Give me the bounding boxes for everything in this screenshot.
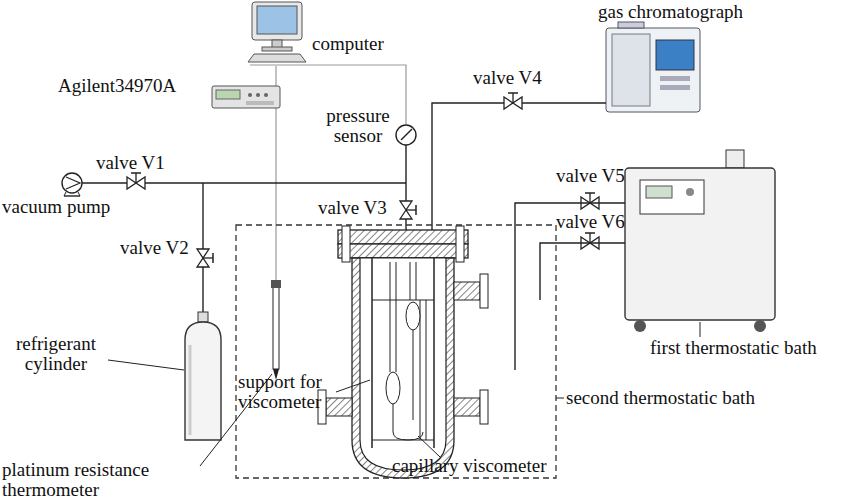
gas-chromatograph-icon	[606, 22, 700, 112]
pressure-sensor-symbol	[396, 125, 416, 145]
pump-label: vacuum pump	[2, 197, 110, 217]
data-logger-icon	[212, 86, 280, 108]
bath-label: first thermostatic bath	[650, 338, 817, 358]
sensor-label: platinum resistance thermometer	[2, 460, 192, 500]
second-bath-outline	[236, 225, 556, 478]
valve-label: valve V5	[556, 166, 625, 186]
sensor-label: pressure sensor	[318, 106, 398, 146]
computer-icon	[248, 2, 306, 62]
valve-symbols	[127, 93, 599, 267]
refrigerant-cylinder	[185, 312, 221, 440]
cylinder-label: refrigerant cylinder	[6, 334, 106, 374]
gas-pipes	[82, 103, 606, 316]
part-label: support for viscometer	[238, 372, 334, 412]
bath-circulation-pipes	[515, 203, 625, 370]
thermostatic-bath-one	[625, 150, 775, 332]
instrument-label: gas chromatograph	[598, 2, 743, 22]
vacuum-pump-symbol	[62, 173, 82, 196]
part-label: capillary viscometer	[392, 456, 547, 476]
valve-label: valve V4	[473, 68, 542, 88]
bath-label: second thermostatic bath	[566, 388, 755, 408]
valve-label: valve V3	[318, 198, 387, 218]
valve-label: valve V2	[120, 238, 189, 258]
valve-label: valve V1	[96, 153, 165, 173]
thermometer-probe	[271, 280, 281, 380]
viscometer-vessel	[318, 226, 488, 478]
valve-label: valve V6	[556, 212, 625, 232]
instrument-label: computer	[312, 34, 384, 54]
instrument-label: Agilent34970A	[58, 76, 176, 96]
